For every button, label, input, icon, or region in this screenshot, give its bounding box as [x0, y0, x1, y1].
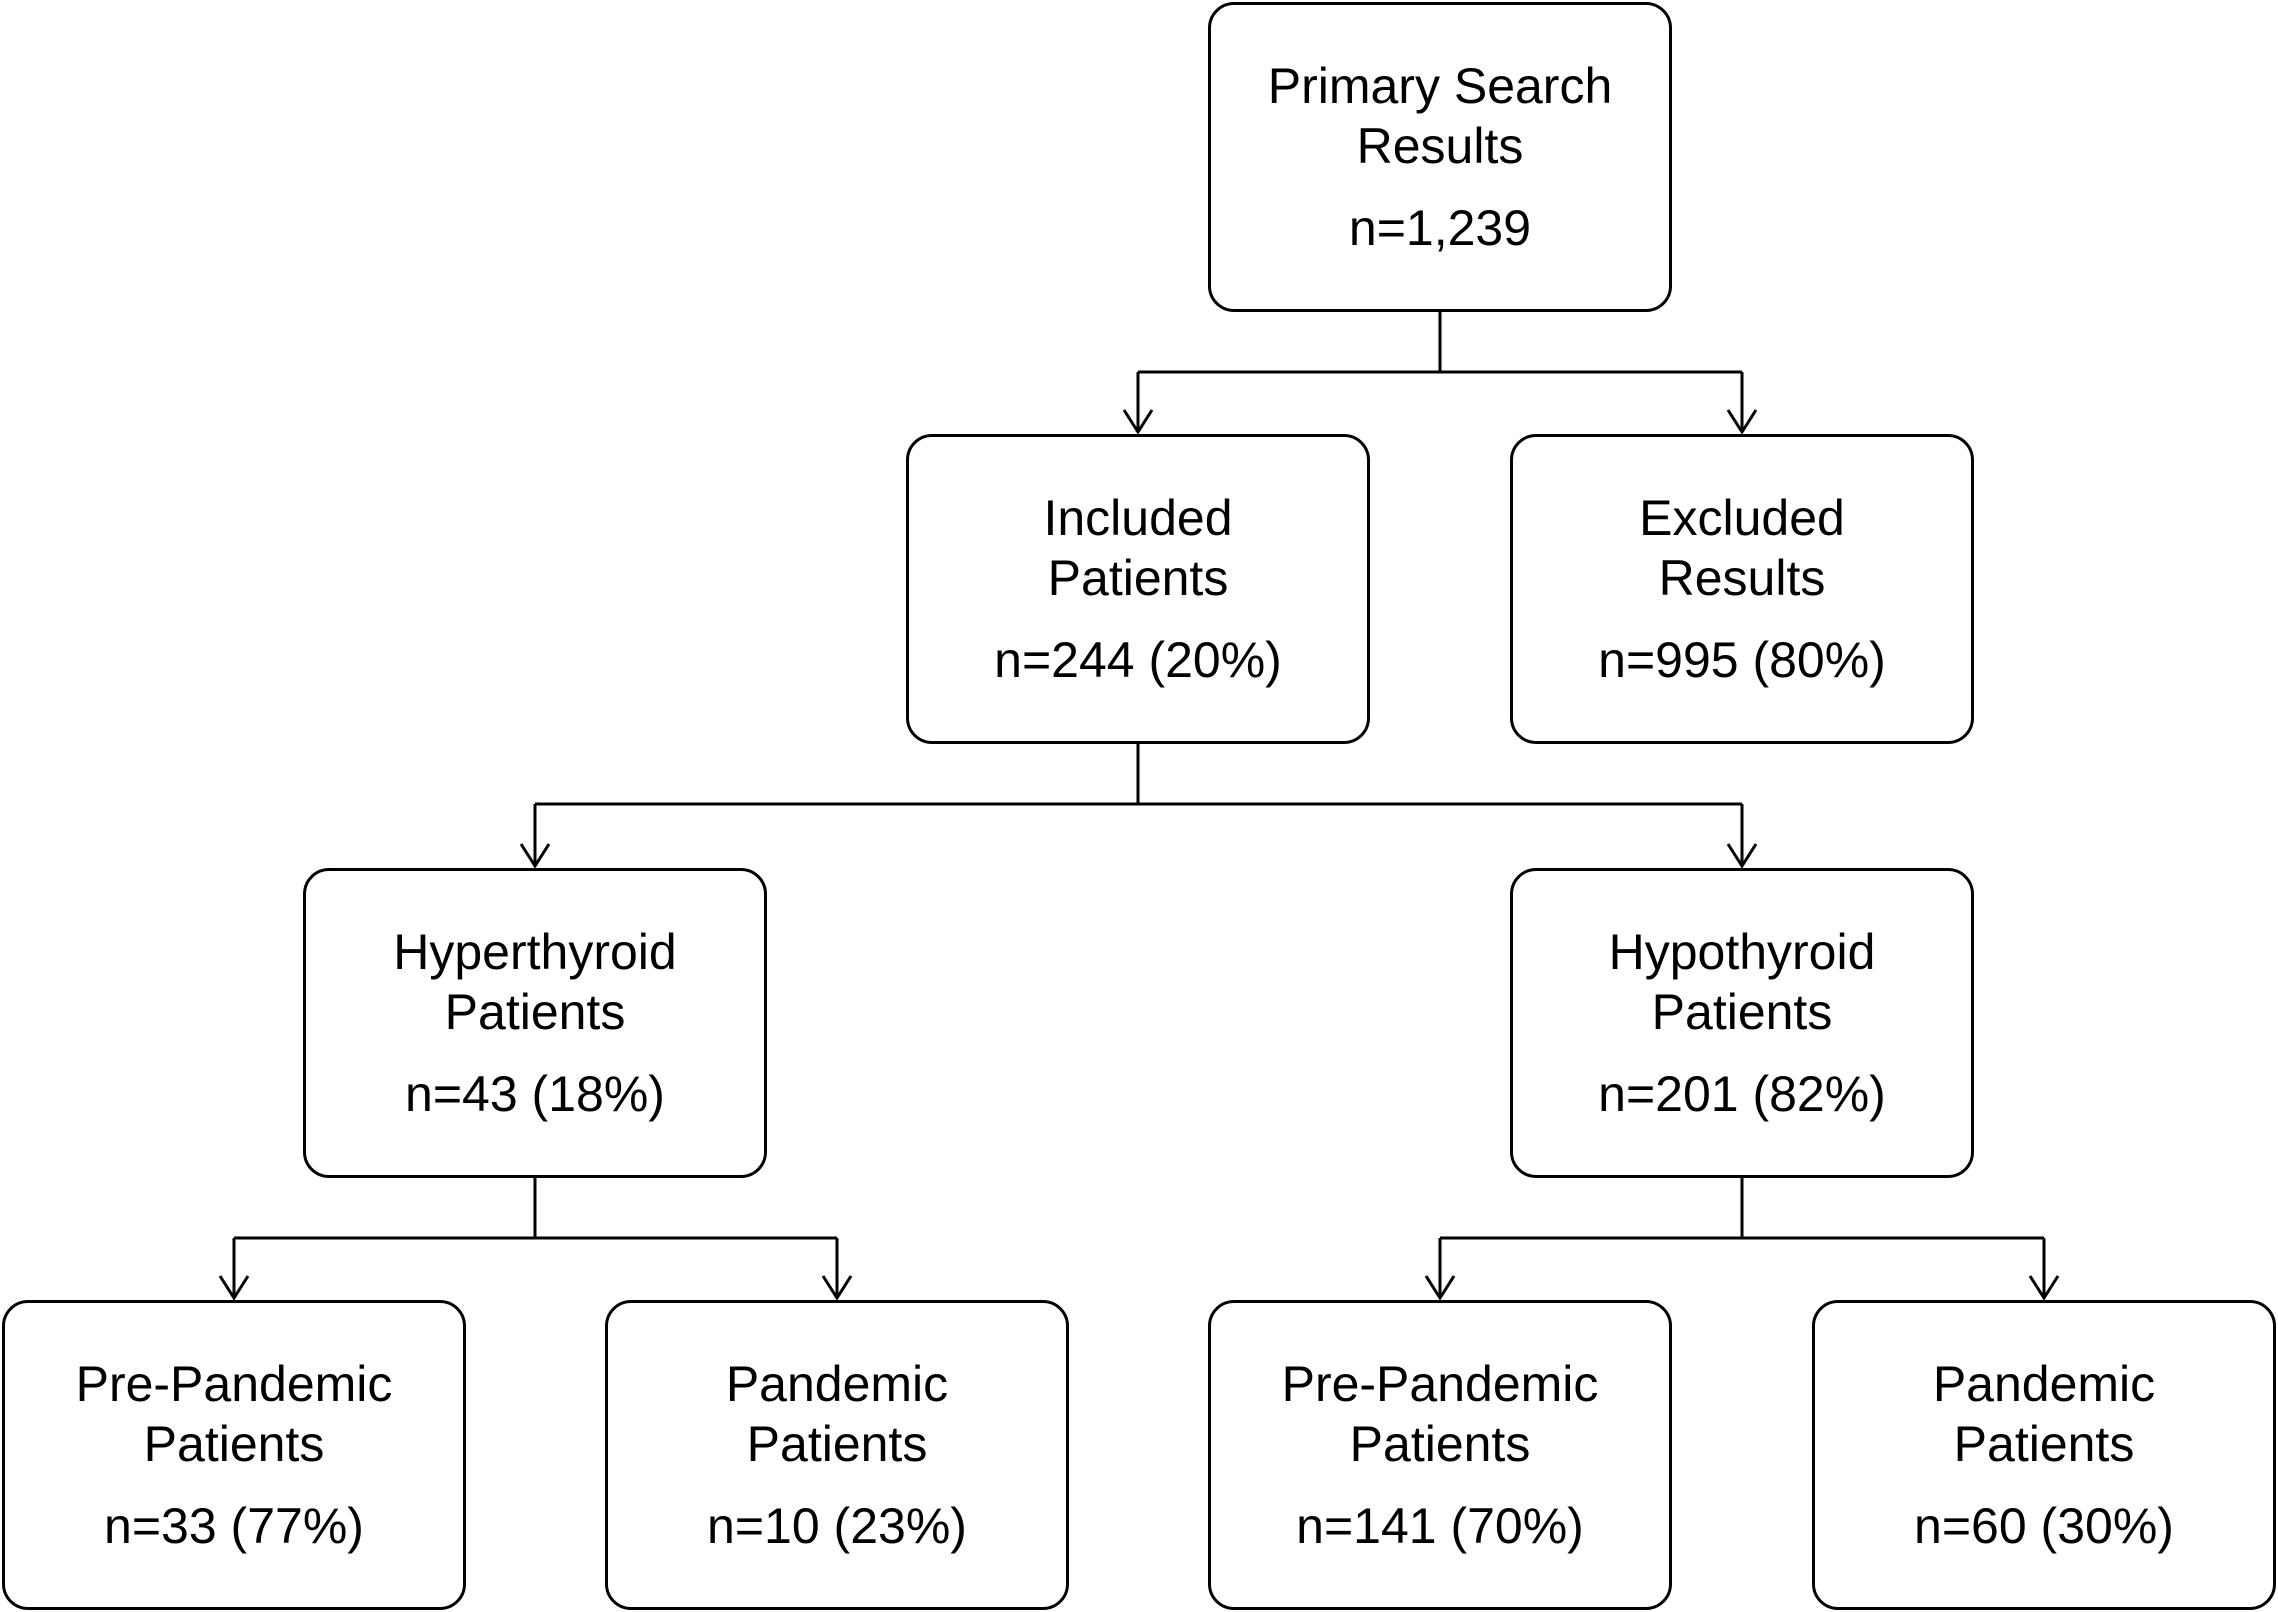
node-label-line: Pre-Pandemic [75, 1356, 393, 1412]
node-label-line: Primary Search [1267, 58, 1613, 114]
arrowhead-hyper-pre [218, 1275, 250, 1301]
node-count: n=141 (70%) [1296, 1498, 1584, 1554]
arrowhead-hyperthyroid [519, 843, 551, 869]
arrowhead-hypo-pandemic [2028, 1275, 2060, 1301]
connector-included-split [533, 744, 1744, 864]
node-label-line: Patients [1651, 984, 1833, 1040]
node-count: n=1,239 [1348, 200, 1532, 256]
node-label-line: Patients [1349, 1416, 1531, 1472]
node-label-line: Included [1043, 490, 1233, 546]
node-label-line: Patients [1953, 1416, 2135, 1472]
node-label-line: Patients [746, 1416, 928, 1472]
connector-hyperthyroid-split [232, 1178, 839, 1296]
node-hypothyroid-patients: Hypothyroid Patients n=201 (82%) [1510, 868, 1974, 1178]
arrowhead-hyper-pandemic [821, 1275, 853, 1301]
node-hyperthyroid-patients: Hyperthyroid Patients n=43 (18%) [303, 868, 767, 1178]
node-label-line: Patients [143, 1416, 325, 1472]
node-count: n=43 (18%) [405, 1066, 665, 1122]
arrowhead-hypo-pre [1424, 1275, 1456, 1301]
node-count: n=995 (80%) [1598, 632, 1886, 688]
node-count: n=60 (30%) [1914, 1498, 2174, 1554]
node-hypothyroid-pre-pandemic: Pre-Pandemic Patients n=141 (70%) [1208, 1300, 1672, 1610]
node-count: n=244 (20%) [994, 632, 1282, 688]
arrowhead-included [1122, 409, 1154, 435]
node-primary-search-results: Primary Search Results n=1,239 [1208, 2, 1672, 312]
node-label-line: Pre-Pandemic [1281, 1356, 1599, 1412]
node-label-line: Results [1356, 118, 1524, 174]
node-label-line: Hyperthyroid [393, 924, 677, 980]
node-count: n=33 (77%) [104, 1498, 364, 1554]
node-hyperthyroid-pandemic: Pandemic Patients n=10 (23%) [605, 1300, 1069, 1610]
arrowhead-excluded [1726, 409, 1758, 435]
node-label-line: Pandemic [1932, 1356, 2156, 1412]
arrowhead-hypothyroid [1726, 843, 1758, 869]
node-label-line: Pandemic [725, 1356, 949, 1412]
node-label-line: Hypothyroid [1608, 924, 1876, 980]
node-excluded-results: Excluded Results n=995 (80%) [1510, 434, 1974, 744]
node-included-patients: Included Patients n=244 (20%) [906, 434, 1370, 744]
node-hypothyroid-pandemic: Pandemic Patients n=60 (30%) [1812, 1300, 2276, 1610]
connector-hypothyroid-split [1438, 1178, 2046, 1296]
node-label-line: Results [1658, 550, 1826, 606]
node-label-line: Patients [1047, 550, 1229, 606]
node-count: n=10 (23%) [707, 1498, 967, 1554]
node-label-line: Patients [444, 984, 626, 1040]
node-hyperthyroid-pre-pandemic: Pre-Pandemic Patients n=33 (77%) [2, 1300, 466, 1610]
node-label-line: Excluded [1639, 490, 1845, 546]
connector-primary-split [1136, 312, 1744, 430]
node-count: n=201 (82%) [1598, 1066, 1886, 1122]
